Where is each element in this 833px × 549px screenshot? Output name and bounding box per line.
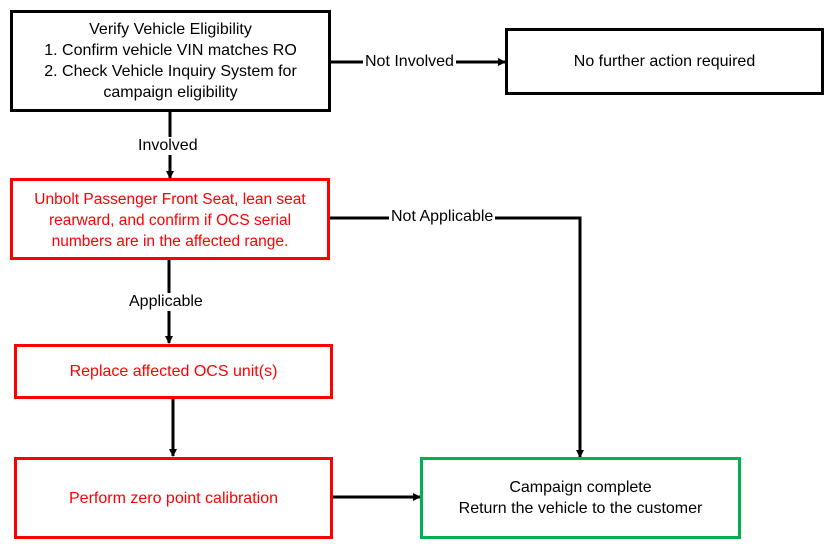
verify-title: Verify Vehicle Eligibility xyxy=(89,21,252,38)
no-further-action-box: No further action required xyxy=(505,28,824,95)
label-not-applicable: Not Applicable xyxy=(389,208,496,226)
label-applicable: Applicable xyxy=(128,293,204,311)
verify-step-1: 1. Confirm vehicle VIN matches RO xyxy=(44,42,297,59)
complete-line-2: Return the vehicle to the customer xyxy=(458,500,703,517)
verify-eligibility-box: Verify Vehicle Eligibility 1. Confirm ve… xyxy=(10,10,331,112)
label-not-involved: Not Involved xyxy=(363,53,456,71)
unbolt-seat-box: Unbolt Passenger Front Seat, lean seat r… xyxy=(10,178,330,260)
calibrate-text: Perform zero point calibration xyxy=(69,489,278,507)
campaign-complete-box: Campaign complete Return the vehicle to … xyxy=(420,457,741,539)
replace-ocs-box: Replace affected OCS unit(s) xyxy=(14,344,333,399)
label-involved: Involved xyxy=(137,137,199,155)
unbolt-text: Unbolt Passenger Front Seat, lean seat r… xyxy=(34,190,306,250)
arrow-unbolt-to-complete xyxy=(330,216,584,458)
replace-text: Replace affected OCS unit(s) xyxy=(69,363,278,380)
zero-point-calibration-box: Perform zero point calibration xyxy=(14,457,333,539)
no-action-text: No further action required xyxy=(573,53,756,70)
complete-line-1: Campaign complete xyxy=(509,479,652,496)
verify-step-2: 2. Check Vehicle Inquiry System for xyxy=(44,63,297,80)
verify-step-2-cont: campaign eligibility xyxy=(103,84,238,101)
